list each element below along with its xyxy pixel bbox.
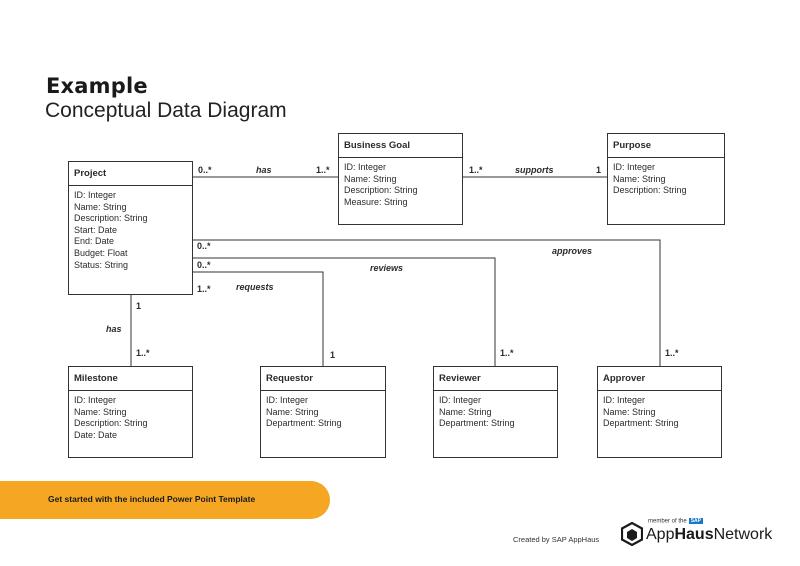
attribute: Name: String (603, 406, 656, 417)
attribute: Name: String (266, 406, 319, 417)
relationship-label: reviews (370, 263, 404, 273)
entity-title: Milestone (69, 367, 192, 391)
created-by-text: Created by SAP AppHaus (513, 535, 600, 544)
attribute: Budget: Float (74, 247, 128, 258)
multiplicity-label: 1..* (197, 284, 211, 294)
entity-requestor: Requestor ID: Integer Name: String Depar… (260, 366, 386, 458)
entity-milestone: Milestone ID: Integer Name: String Descr… (68, 366, 193, 458)
attribute: Status: String (74, 259, 129, 270)
logo-haus: Haus (674, 526, 714, 543)
entity-title: Business Goal (339, 134, 462, 158)
connector-project-reviewer (193, 257, 496, 366)
entity-project: Project ID: Integer Name: String Descrip… (68, 161, 193, 295)
multiplicity-label: 1 (330, 350, 336, 360)
attribute: Start: Date (74, 224, 118, 235)
logo-app: App (646, 526, 675, 543)
entity-title: Requestor (261, 367, 385, 391)
entity-reviewer: Reviewer ID: Integer Name: String Depart… (433, 366, 558, 458)
attribute: Description: String (74, 418, 148, 429)
multiplicity-label: 1..* (136, 348, 150, 358)
multiplicity-label: 1 (136, 301, 142, 311)
multiplicity-label: 1..* (500, 348, 514, 358)
multiplicity-label: 1..* (665, 348, 679, 358)
page-subtitle: Conceptual Data Diagram (45, 99, 287, 122)
attribute: Name: String (439, 406, 492, 417)
entity-business-goal: Business Goal ID: Integer Name: String D… (338, 133, 463, 225)
attribute: ID: Integer (603, 395, 646, 405)
multiplicity-label: 0..* (197, 241, 211, 251)
logo-network: Network (713, 526, 773, 543)
attribute: Description: String (613, 185, 687, 196)
attribute: Department: String (266, 418, 342, 429)
multiplicity-label: 0..* (197, 260, 211, 270)
attribute: Name: String (74, 406, 127, 417)
attribute: Department: String (603, 418, 679, 429)
attribute: ID: Integer (344, 162, 387, 172)
entity-title: Purpose (608, 134, 724, 158)
attribute: Department: String (439, 418, 515, 429)
entity-approver: Approver ID: Integer Name: String Depart… (597, 366, 722, 458)
attribute: ID: Integer (74, 190, 117, 200)
apphaus-network-logo: AppHausNetwork (646, 526, 772, 544)
banner-text: Get started with the included Power Poin… (48, 494, 256, 504)
relationship-label: requests (236, 282, 274, 292)
entity-title: Reviewer (434, 367, 557, 391)
relationship-label: has (106, 324, 122, 334)
multiplicity-label: 0..* (198, 165, 212, 175)
attribute: Description: String (74, 213, 148, 224)
relationship-label: supports (515, 165, 554, 175)
connector-project-requestor (193, 271, 324, 366)
attribute: End: Date (74, 236, 115, 247)
attribute: Measure: String (344, 196, 408, 207)
multiplicity-label: 1..* (469, 165, 483, 175)
attribute: ID: Integer (439, 395, 482, 405)
entity-title: Approver (598, 367, 721, 391)
logo-member-label: member of the (648, 518, 687, 525)
multiplicity-label: 1..* (316, 165, 330, 175)
attribute: ID: Integer (613, 162, 656, 172)
attribute: Date: Date (74, 429, 118, 440)
entity-title: Project (69, 162, 192, 186)
attribute: Name: String (74, 201, 127, 212)
attribute: Name: String (344, 173, 397, 184)
entity-purpose: Purpose ID: Integer Name: String Descrip… (607, 133, 725, 225)
relationship-label: approves (552, 246, 593, 256)
page-title: Example (46, 74, 148, 98)
attribute: Name: String (613, 173, 666, 184)
connector-project-approver (193, 239, 661, 366)
sap-logo-icon: SAP (688, 518, 703, 524)
attribute: Description: String (344, 185, 418, 196)
relationship-label: has (256, 165, 272, 175)
attribute: ID: Integer (266, 395, 309, 405)
apphaus-hex-icon (621, 522, 643, 546)
multiplicity-label: 1 (596, 165, 602, 175)
attribute: ID: Integer (74, 395, 117, 405)
template-banner[interactable]: Get started with the included Power Poin… (0, 481, 330, 519)
